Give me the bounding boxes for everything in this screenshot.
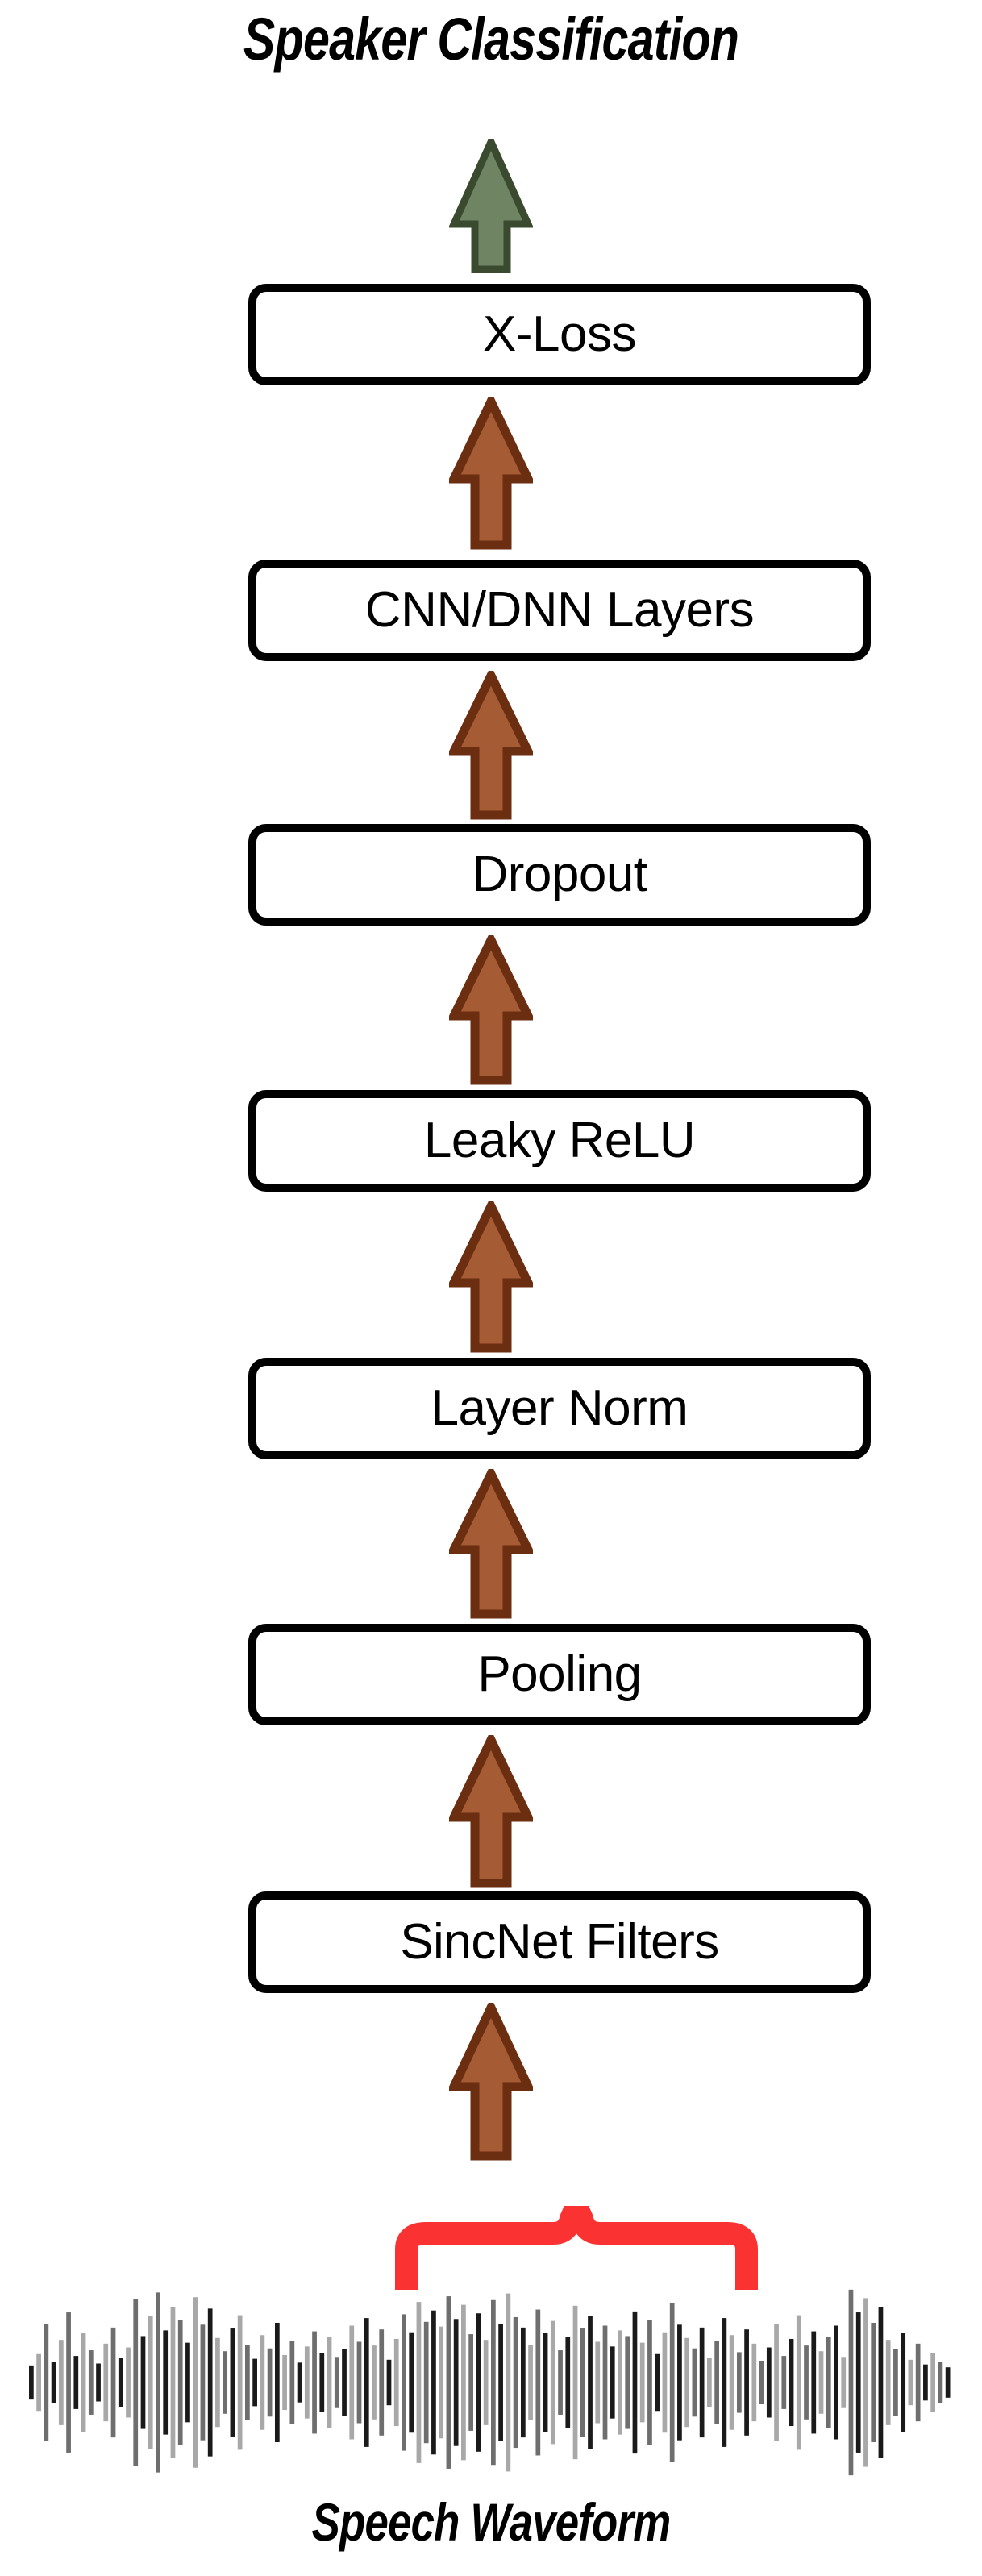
stage-label-dropout: Dropout bbox=[472, 847, 647, 902]
arrow-sincnet-to-pooling bbox=[449, 1735, 533, 1888]
stage-label-layer-norm: Layer Norm bbox=[431, 1380, 689, 1436]
arrow-output-green bbox=[449, 139, 533, 273]
stage-label-x-loss: X-Loss bbox=[483, 306, 636, 362]
stage-label-pooling: Pooling bbox=[477, 1646, 642, 1702]
waveform-caption: Speech Waveform bbox=[311, 2492, 672, 2552]
stage-label-cnn-dnn: CNN/DNN Layers bbox=[364, 582, 755, 638]
arrow-cnn-to-xloss bbox=[449, 397, 533, 550]
stage-box-leaky-relu[interactable]: Leaky ReLU bbox=[248, 1090, 871, 1192]
stage-box-layer-norm[interactable]: Layer Norm bbox=[248, 1358, 871, 1459]
stage-box-pooling[interactable]: Pooling bbox=[248, 1624, 871, 1725]
page-title: Speaker Classification bbox=[243, 6, 739, 73]
stage-box-cnn-dnn[interactable]: CNN/DNN Layers bbox=[248, 560, 871, 661]
stage-label-leaky-relu: Leaky ReLU bbox=[423, 1113, 696, 1168]
arrow-waveform-to-sincnet bbox=[449, 2003, 533, 2161]
arrow-layernorm-to-relu bbox=[449, 1201, 533, 1353]
stage-box-dropout[interactable]: Dropout bbox=[248, 824, 871, 926]
arrow-relu-to-dropout bbox=[449, 935, 533, 1085]
stage-label-sincnet: SincNet Filters bbox=[400, 1914, 719, 1970]
speech-waveform bbox=[0, 2282, 982, 2483]
arrow-dropout-to-cnn bbox=[449, 671, 533, 820]
arrow-pooling-to-layernorm bbox=[449, 1469, 533, 1619]
frame-brace-icon bbox=[395, 2206, 758, 2290]
stage-box-sincnet[interactable]: SincNet Filters bbox=[248, 1891, 871, 1993]
stage-box-x-loss[interactable]: X-Loss bbox=[248, 284, 871, 385]
